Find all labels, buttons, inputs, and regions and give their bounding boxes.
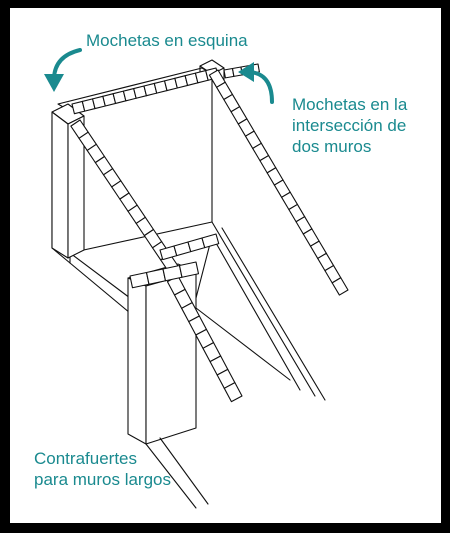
intersection-pilasters-label: Mochetas en la intersección de dos muros [292, 95, 408, 156]
corner-arrow [52, 48, 82, 80]
brick-course-buttress-top [129, 261, 200, 289]
diagram-frame: Mochetas en esquina Mochetas en la inter… [10, 8, 441, 523]
brick-courses [70, 63, 349, 403]
wall-construction-drawing [44, 48, 349, 509]
buttress-label: Contrafuertes para muros largos [34, 449, 172, 489]
brick-block [331, 277, 349, 296]
brick-block [223, 382, 243, 403]
corner-arrowhead [44, 74, 64, 92]
brick-course-right-diagonal [208, 69, 349, 296]
right-wall [211, 221, 326, 401]
corner-pilaster [51, 103, 85, 259]
brick-course-buttress-run [166, 275, 243, 403]
arrows [44, 48, 274, 104]
brick-block [178, 261, 200, 278]
brick-block [201, 233, 220, 249]
brick-course-back-wall [71, 67, 219, 115]
brick-course-cross [159, 233, 220, 261]
corner-pilasters-label: Mochetas en esquina [86, 31, 248, 50]
intersection-arrowhead [238, 62, 254, 82]
